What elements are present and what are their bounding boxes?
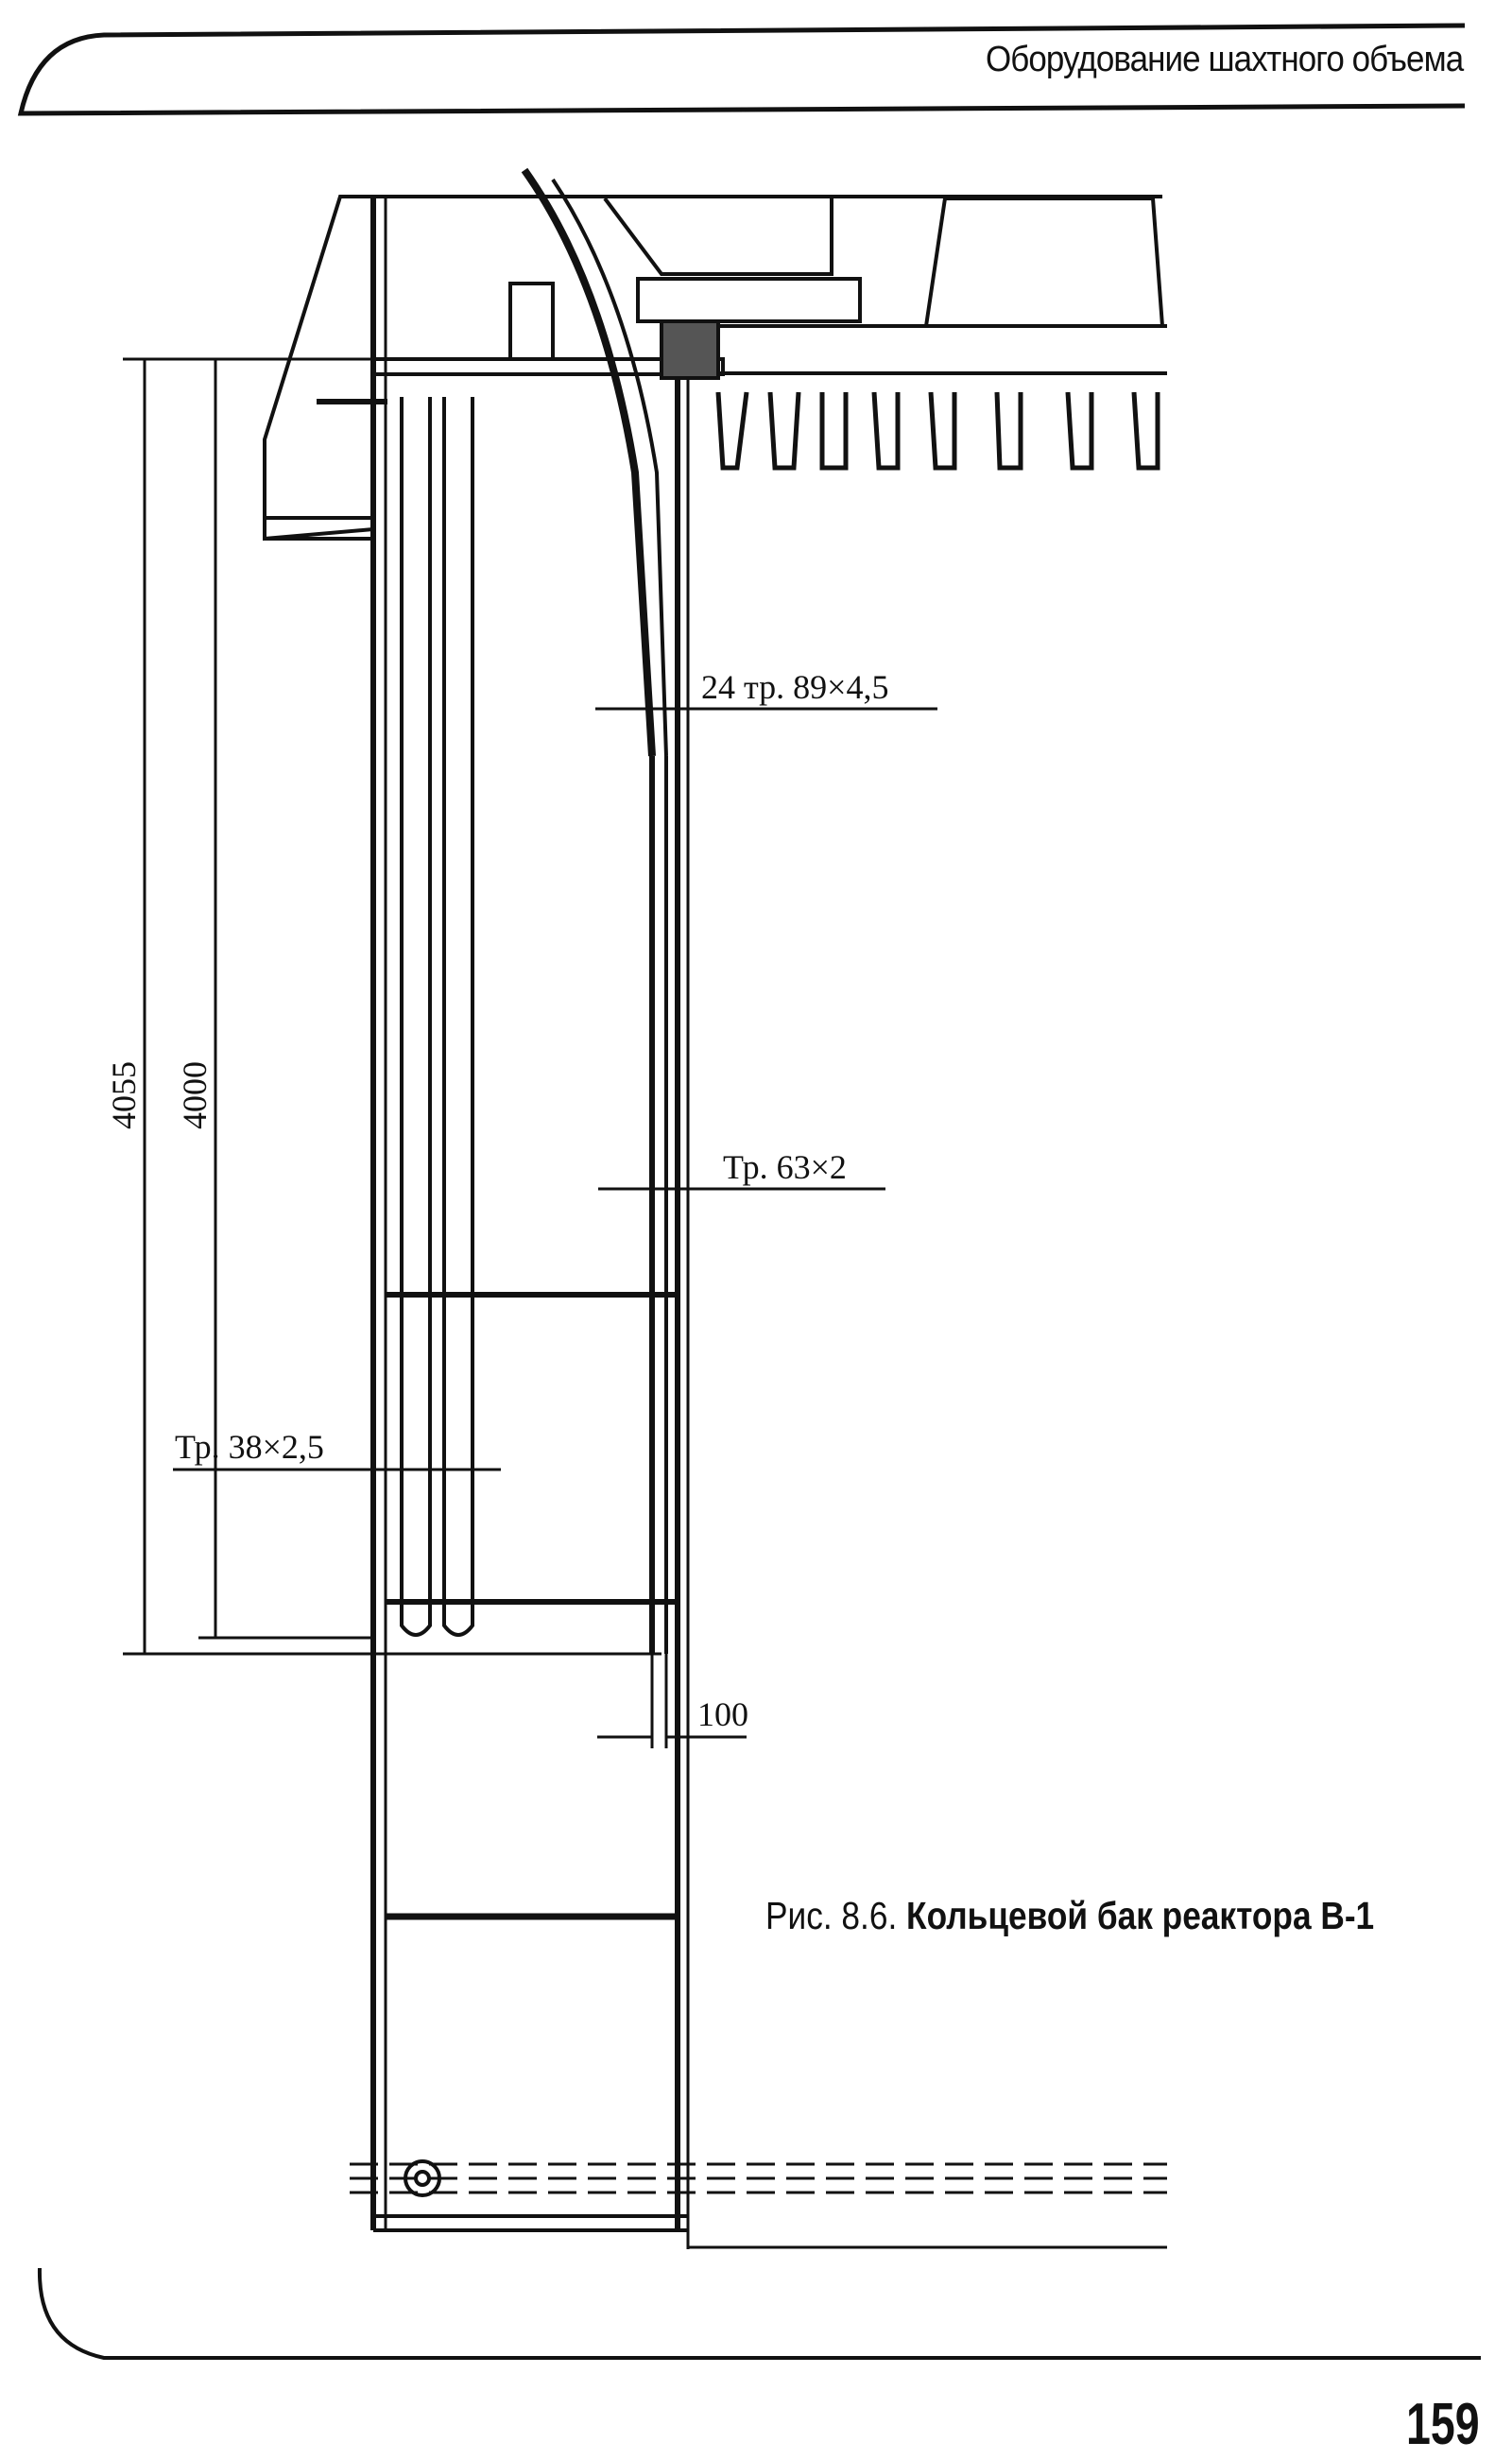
figure-number: Рис. 8.6. xyxy=(765,1894,898,1937)
figure-title: Кольцевой бак реактора В-1 xyxy=(906,1894,1375,1937)
page-number: 159 xyxy=(1406,2392,1480,2457)
label-pipe-38: Тр. 38×2,5 xyxy=(175,1428,324,1466)
label-pipe-63: Тр. 63×2 xyxy=(723,1148,847,1186)
dimension-gap: 100 xyxy=(697,1695,748,1733)
figure-caption: Рис. 8.6. Кольцевой бак реактора В-1 xyxy=(765,1894,1374,1938)
running-title: Оборудование шахтного объема xyxy=(985,40,1464,79)
label-pipe-89: 24 тр. 89×4,5 xyxy=(701,668,889,706)
